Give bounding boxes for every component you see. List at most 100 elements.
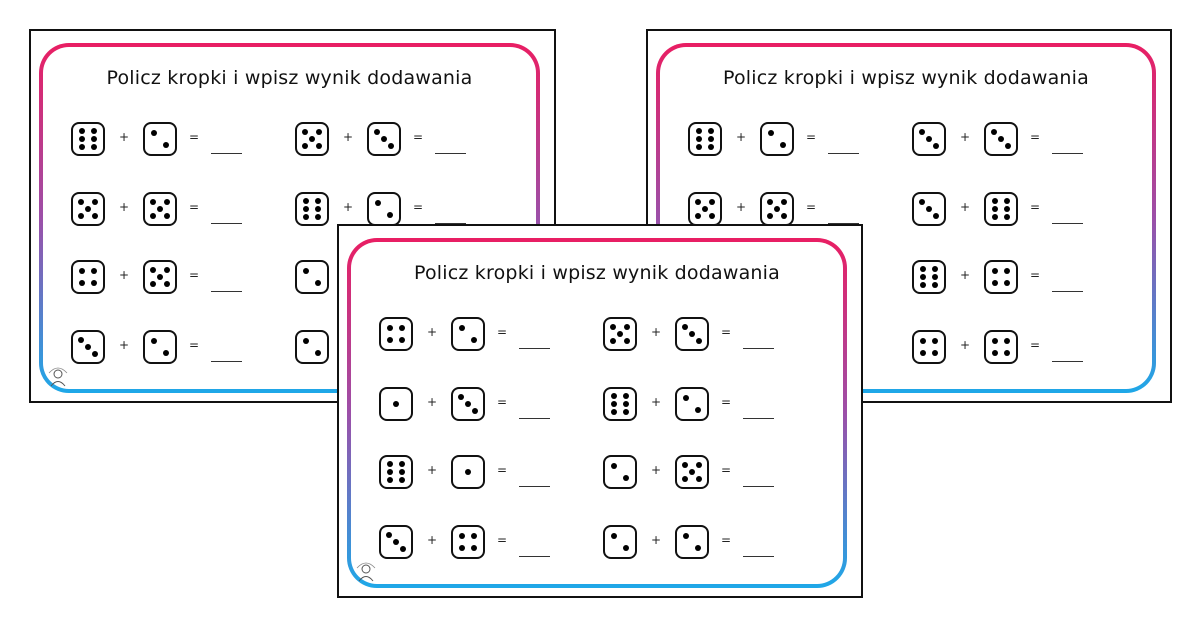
dice-pip [150,267,157,274]
die-first [912,260,946,294]
dice-pip [708,127,714,134]
answer-blank[interactable] [743,348,774,349]
answer-blank[interactable] [1052,361,1083,362]
die-first [71,192,105,226]
equals-sign: = [189,200,200,214]
dice-pip [387,469,393,475]
dice-pip [85,206,91,212]
dice-pip [163,142,169,148]
answer-blank[interactable] [1052,291,1083,292]
dice-pip [623,409,629,416]
equals-sign: = [806,130,817,144]
dice-pip [78,212,85,219]
answer-blank[interactable] [1052,223,1083,224]
die-first [379,455,413,489]
answer-blank[interactable] [211,361,242,362]
equals-sign: = [1030,338,1041,352]
dice-pip [387,325,393,331]
dice-pip [992,338,998,344]
dice-pip [374,129,381,136]
author-logo-icon [356,562,376,582]
dice-pip [315,206,321,212]
dice-pip [465,469,471,475]
die-second [760,192,794,226]
answer-blank[interactable] [211,223,242,224]
die-first [295,122,329,156]
die-first [912,122,946,156]
equals-sign: = [806,200,817,214]
dice-pip [459,533,465,539]
answer-blank[interactable] [435,223,466,224]
answer-blank[interactable] [1052,153,1083,154]
die-second [675,525,709,559]
dice-pip [998,136,1004,142]
author-logo-icon [48,367,68,387]
dice-pip [91,268,97,274]
answer-blank[interactable] [743,556,774,557]
dice-pip [780,199,787,206]
answer-blank[interactable] [743,418,774,419]
answer-blank[interactable] [828,223,859,224]
dice-pip [151,338,157,344]
dice-pip [459,545,465,551]
dice-pip [920,350,926,356]
die-first [603,525,637,559]
dice-pip [1004,197,1010,204]
equals-sign: = [189,268,200,282]
dice-pip [695,337,702,344]
dice-pip [91,212,98,219]
dice-pip [399,469,405,475]
die-second [984,330,1018,364]
answer-blank[interactable] [519,486,550,487]
answer-blank[interactable] [211,153,242,154]
dice-pip [302,142,309,149]
answer-blank[interactable] [519,418,550,419]
die-first [603,387,637,421]
dice-pip [1004,350,1010,356]
die-first [912,330,946,364]
die-first [603,455,637,489]
die-first [379,387,413,421]
die-first [688,192,722,226]
die-second [451,317,485,351]
dice-pip [932,212,939,219]
dice-pip [623,324,630,331]
dice-pip [611,409,617,416]
equals-sign: = [1030,268,1041,282]
dice-pip [767,199,774,206]
plus-sign: + [960,130,971,144]
dice-pip [992,280,998,286]
dice-pip [926,206,932,212]
answer-blank[interactable] [211,291,242,292]
dice-pip [315,142,322,149]
dice-pip [303,197,309,204]
answer-blank[interactable] [519,348,550,349]
dice-pip [79,268,85,274]
dice-pip [610,337,617,344]
die-second [451,455,485,489]
plus-sign: + [427,325,438,339]
plus-sign: + [960,268,971,282]
dice-pip [157,274,163,280]
dice-pip [683,533,689,539]
dice-pip [393,401,399,407]
answer-blank[interactable] [743,486,774,487]
dice-pip [375,200,381,206]
answer-blank[interactable] [828,153,859,154]
dice-pip [315,214,321,221]
equals-sign: = [413,200,424,214]
die-second [675,317,709,351]
plus-sign: + [960,200,971,214]
dice-pip [623,337,630,344]
dice-pip [696,136,702,142]
dice-pip [774,206,780,212]
answer-blank[interactable] [435,153,466,154]
dice-pip [1004,214,1010,221]
dice-pip [617,331,623,337]
answer-blank[interactable] [519,556,550,557]
equals-sign: = [497,463,508,477]
dice-pip [920,338,926,344]
dice-pip [1004,338,1010,344]
equals-sign: = [413,130,424,144]
dice-pip [992,206,998,212]
